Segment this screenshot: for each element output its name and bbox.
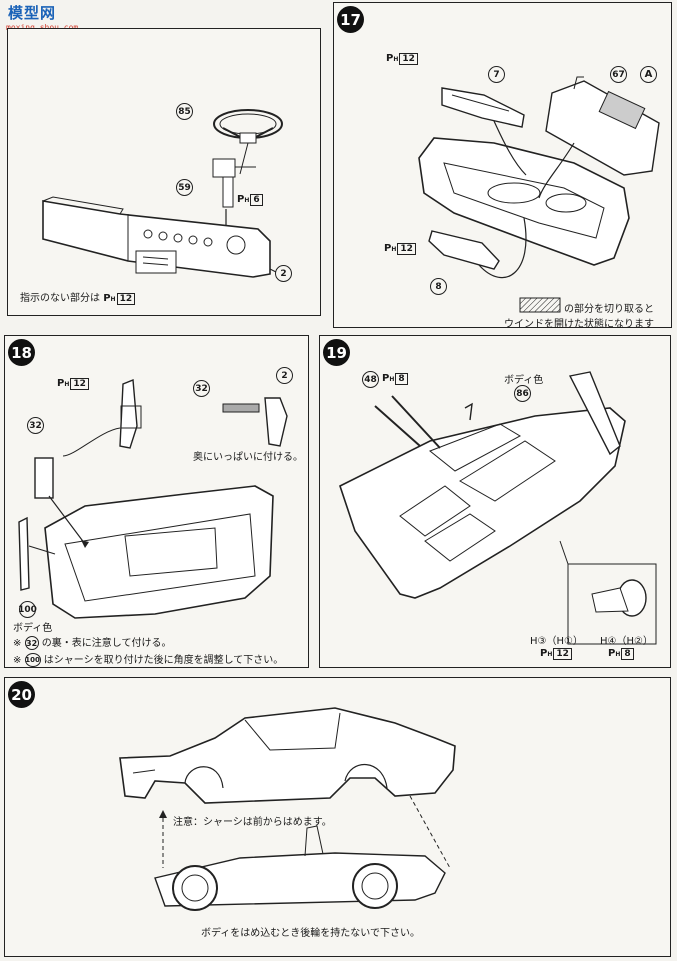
part-67-label: 67 [610, 66, 627, 83]
part-7-label: 7 [488, 66, 505, 83]
inset-fit-note: 奥にいっぱいに付ける。 [193, 452, 303, 463]
interior-tub-illustration [418, 76, 660, 313]
body-underside-illustration [18, 378, 288, 619]
note-part-32: ※ 32 の裏・表に注意して付ける。 [13, 636, 172, 650]
part-100-label: 100 [18, 601, 37, 618]
watermark-title: 模型网 [8, 4, 57, 22]
rear-wheel-warning-note: ボディをはめ込むとき後輪を持たないで下さい。 [201, 928, 420, 939]
part-32-left-label: 32 [27, 417, 44, 434]
mirror-right-part-label: H④（H②） [600, 636, 653, 647]
dashboard-assembly-illustration [42, 109, 283, 278]
part-2-label: 2 [276, 367, 293, 384]
cutout-note-line2: ウインドを開けた状態になります [504, 319, 654, 330]
part-8-label: 8 [430, 278, 447, 295]
part-48-label: 48 [362, 371, 379, 388]
part-85-label: 85 [176, 103, 193, 120]
watermark-url: moxing.shou.com [6, 23, 78, 32]
part-32-top-label: 32 [193, 380, 210, 397]
chassis-front-first-note: 注意：シャーシは前からはめます。 [173, 817, 332, 828]
cutout-note-line1: の部分を切り取ると [564, 304, 654, 315]
note-part-100: ※ 100 はシャーシを取り付けた後に角度を調整して下さい。 [13, 653, 284, 667]
watermark-logo: 模型网 moxing.shou.com [4, 2, 78, 38]
body-color-label: ボディ色 [504, 375, 544, 386]
mirror-left-part-label: H③（H①） [530, 636, 583, 647]
car-body-top-illustration [339, 371, 657, 645]
step-17-badge: 17 [337, 6, 364, 33]
step-19-badge: 19 [323, 339, 350, 366]
step-20-panel: 20 注意：シャーシは前からはめます。 ボディをはめ込むとき後輪を持たないで下さ… [4, 677, 671, 957]
part-59-label: 59 [176, 179, 193, 196]
part-86-label: 86 [514, 385, 531, 402]
part-2-label: 2 [275, 265, 292, 282]
step-20-badge: 20 [8, 681, 35, 708]
step-18-badge: 18 [8, 339, 35, 366]
body-color-label: ボディ色 [13, 623, 53, 634]
part-a-label: A [640, 66, 657, 83]
body-chassis-final-illustration [119, 707, 456, 911]
